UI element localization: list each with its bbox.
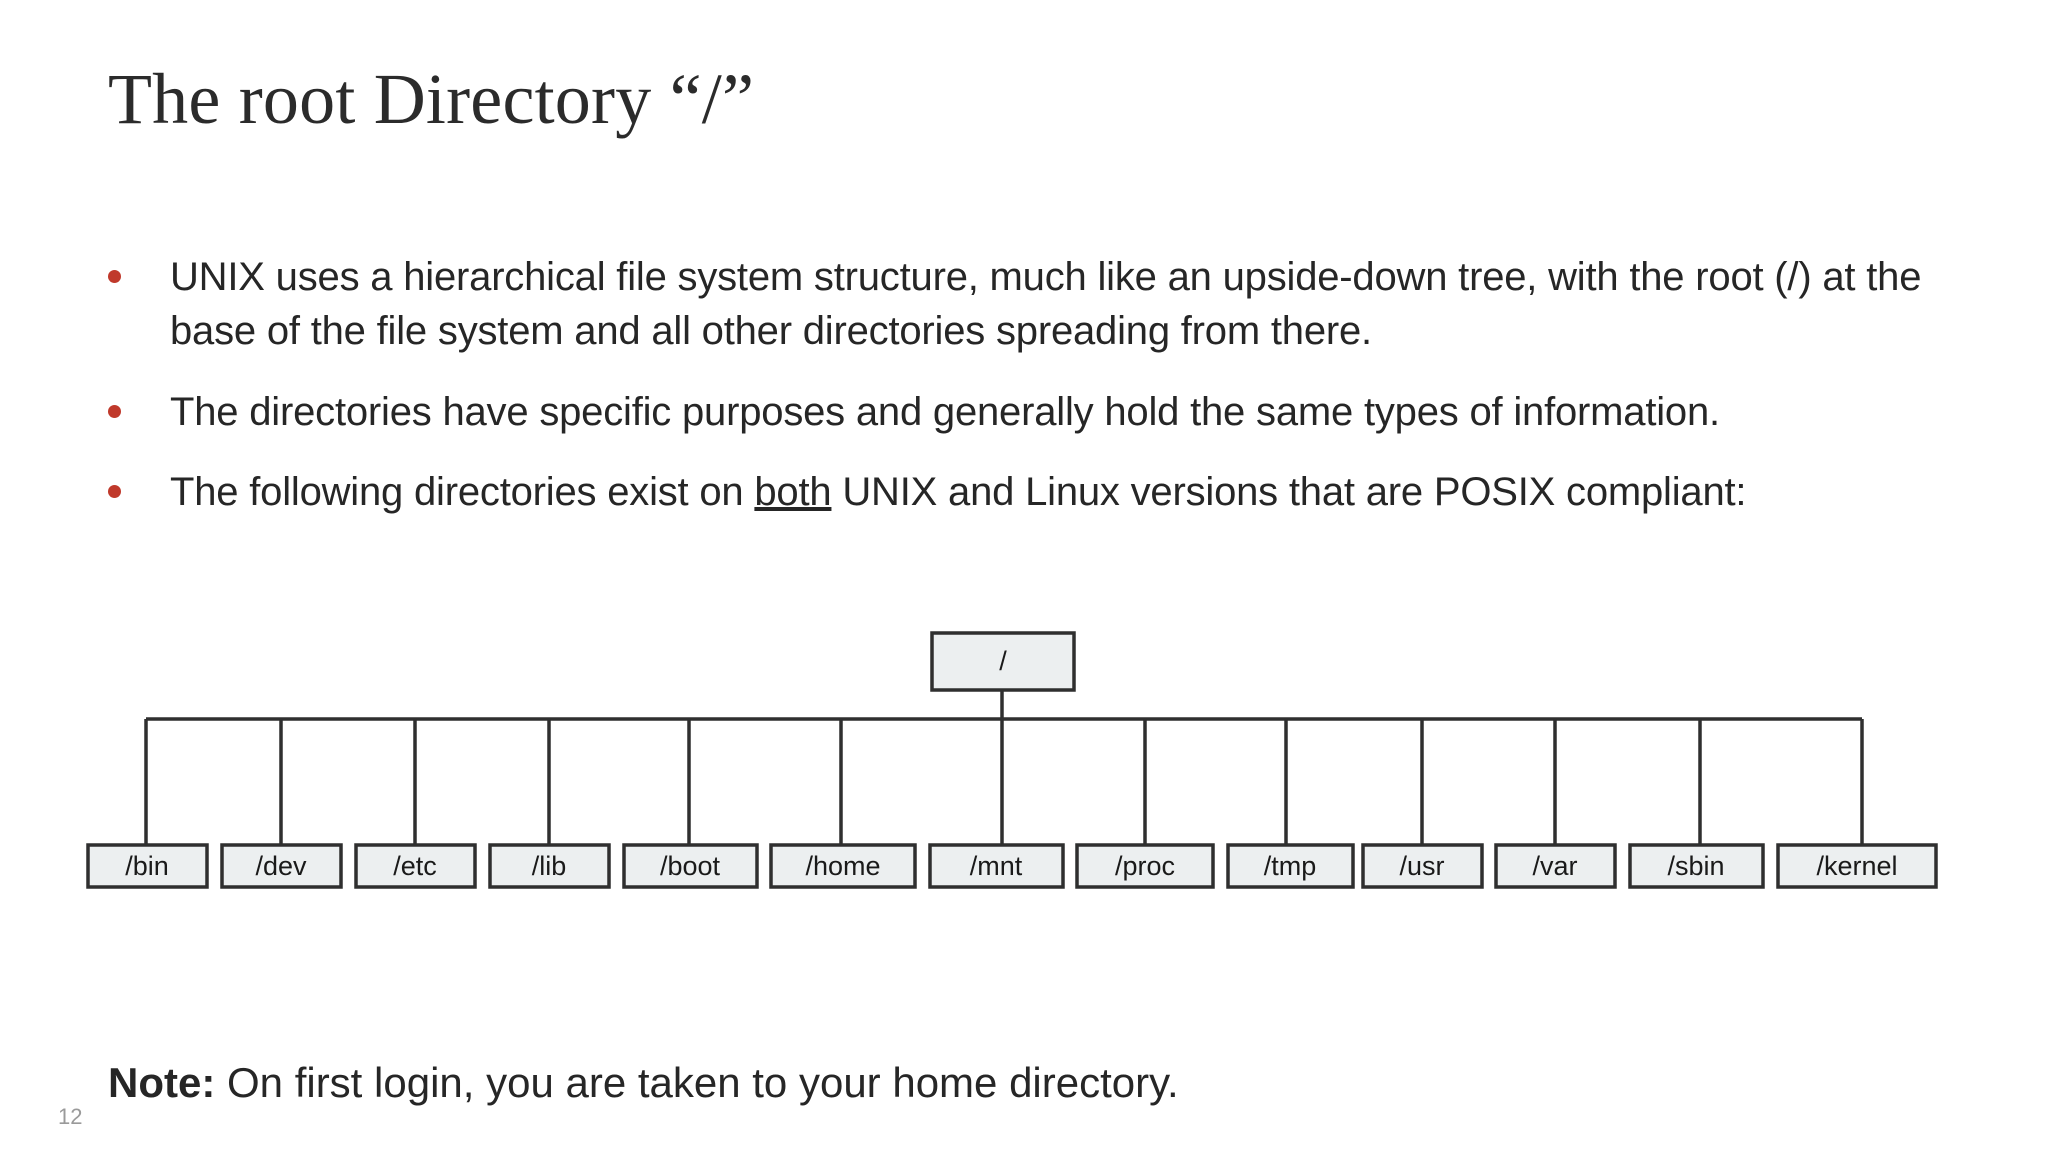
node-box-boot — [622, 843, 759, 889]
page-number: 12 — [58, 1104, 83, 1129]
tree-node-root: / — [930, 631, 1076, 692]
bullet-text-3-pre: The following directories exist on — [170, 470, 755, 515]
node-label-etc: /etc — [393, 851, 437, 881]
node-box-tmp — [1226, 843, 1355, 889]
bullet-text-3-post: UNIX and Linux versions that are POSIX c… — [831, 470, 1747, 515]
note-text: On first login, you are taken to your ho… — [215, 1059, 1179, 1106]
bullet-list: UNIX uses a hierarchical file system str… — [108, 250, 1958, 546]
page-title: The root Directory “/” — [108, 59, 755, 139]
node-label-lib: /lib — [532, 851, 567, 881]
bullet-text-2: The directories have specific purposes a… — [170, 389, 1720, 434]
node-label-mnt: /mnt — [970, 851, 1023, 881]
node-label-dev: /dev — [255, 851, 307, 881]
node-label-root: / — [999, 646, 1007, 676]
node-box-kernel — [1776, 843, 1938, 889]
list-item: UNIX uses a hierarchical file system str… — [108, 250, 1958, 359]
node-box-var — [1494, 843, 1617, 889]
tree-node-usr: /usr — [1361, 843, 1484, 889]
node-box-mnt — [928, 843, 1065, 889]
node-box-sbin — [1628, 843, 1765, 889]
bullet-text-1: UNIX uses a hierarchical file system str… — [170, 255, 1922, 354]
note-label: Note: — [108, 1059, 216, 1106]
node-box-home — [769, 843, 917, 889]
node-label-proc: /proc — [1115, 851, 1175, 881]
tree-node-etc: /etc — [354, 843, 477, 889]
node-box-usr — [1361, 843, 1484, 889]
tree-node-boot: /boot — [622, 843, 759, 889]
bullet-dot-icon — [108, 250, 170, 283]
node-label-sbin: /sbin — [1667, 851, 1724, 881]
node-box-proc — [1075, 843, 1215, 889]
node-label-tmp: /tmp — [1264, 851, 1317, 881]
tree-node-dev: /dev — [220, 843, 343, 889]
note-line: Note: On first login, you are taken to y… — [108, 1058, 1179, 1108]
node-label-bin: /bin — [125, 851, 169, 881]
node-box-bin — [86, 843, 209, 889]
node-label-home: /home — [805, 851, 880, 881]
tree-edges — [144, 690, 1864, 846]
tree-node-lib: /lib — [488, 843, 611, 889]
tree-node-mnt: /mnt — [928, 843, 1065, 889]
tree-node-sbin: /sbin — [1628, 843, 1765, 889]
bullet-text-3-underlined: both — [754, 470, 832, 515]
bullet-text-3: The following directories exist on both … — [170, 465, 1958, 519]
list-item: The directories have specific purposes a… — [108, 385, 1958, 439]
tree-node-tmp: /tmp — [1226, 843, 1355, 889]
tree-node-bin: /bin — [86, 843, 209, 889]
tree-node-home: /home — [769, 843, 917, 889]
bullet-dot-icon — [108, 465, 170, 498]
tree-node-var: /var — [1494, 843, 1617, 889]
node-label-var: /var — [1532, 851, 1577, 881]
node-label-usr: /usr — [1399, 851, 1444, 881]
node-box-etc — [354, 843, 477, 889]
node-label-kernel: /kernel — [1816, 851, 1897, 881]
node-box-dev — [220, 843, 343, 889]
node-box-root — [930, 631, 1076, 692]
tree-node-proc: /proc — [1075, 843, 1215, 889]
node-label-boot: /boot — [660, 851, 721, 881]
node-box-lib — [488, 843, 611, 889]
bullet-dot-icon — [108, 385, 170, 418]
list-item: The following directories exist on both … — [108, 465, 1958, 519]
tree-node-kernel: /kernel — [1776, 843, 1938, 889]
